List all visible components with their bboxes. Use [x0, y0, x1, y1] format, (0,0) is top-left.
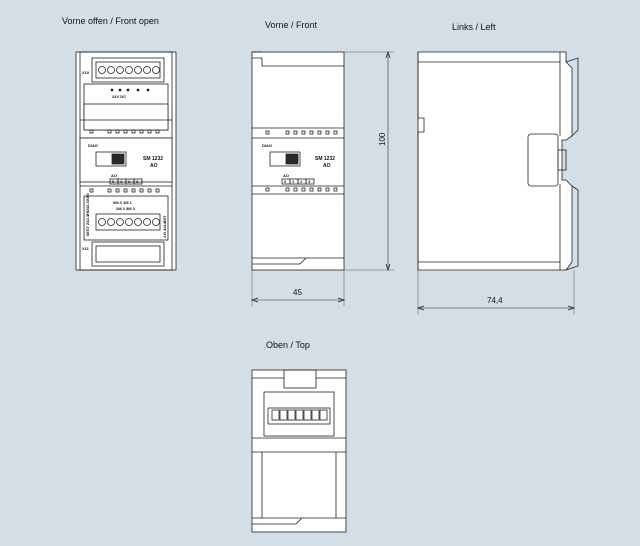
- ao-label-front: AO: [283, 173, 289, 178]
- type-label-open: AO: [150, 163, 158, 169]
- title-top: Oben / Top: [266, 340, 310, 350]
- dim-depth-left: 74,4: [487, 296, 503, 305]
- side-text-open: AO 4x14BIT: [162, 215, 167, 238]
- channel-label: 2: [128, 179, 131, 184]
- top-view: [251, 369, 347, 533]
- title-front-open: Vorne offen / Front open: [62, 16, 159, 26]
- left-dimensions: 74,4: [416, 270, 576, 314]
- title-left: Links / Left: [452, 22, 496, 32]
- connector-bottom-label: X11: [82, 246, 90, 251]
- title-front: Vorne / Front: [265, 20, 318, 30]
- connector-top-label: X10: [82, 70, 90, 75]
- dim-width-front: 45: [293, 288, 302, 297]
- supply-label: 24V DC: [112, 94, 126, 99]
- channel-label: 3: [136, 179, 139, 184]
- diag-label-open: DIAG: [88, 143, 98, 148]
- type-label-front: AO: [323, 163, 331, 169]
- model-label-open: SM 1232: [143, 156, 163, 162]
- ao-label-open: AO: [111, 173, 117, 178]
- channel-label: 1: [120, 179, 123, 184]
- front-open-view: X10 24V DC DIAG SM 1232 AO AO: [75, 51, 177, 271]
- left-view: [417, 51, 579, 271]
- front-dimensions: 100 45: [250, 50, 394, 306]
- channel-label: 1: [292, 179, 295, 184]
- channel-label: 0: [284, 179, 287, 184]
- terminal-header-open: 0M 0 1M 1: [113, 200, 133, 205]
- diag-label-front: DIAG: [262, 143, 272, 148]
- model-label-front: SM 1232: [315, 156, 335, 162]
- channel-label: 2: [300, 179, 303, 184]
- channel-label: 3: [308, 179, 311, 184]
- channel-label: 0: [112, 179, 115, 184]
- order-number-open: 6ES7 232-4HD32-0XB0: [85, 193, 90, 236]
- dim-height: 100: [378, 132, 387, 146]
- terminal-header2-open: 2M 2 3M 3: [116, 206, 136, 211]
